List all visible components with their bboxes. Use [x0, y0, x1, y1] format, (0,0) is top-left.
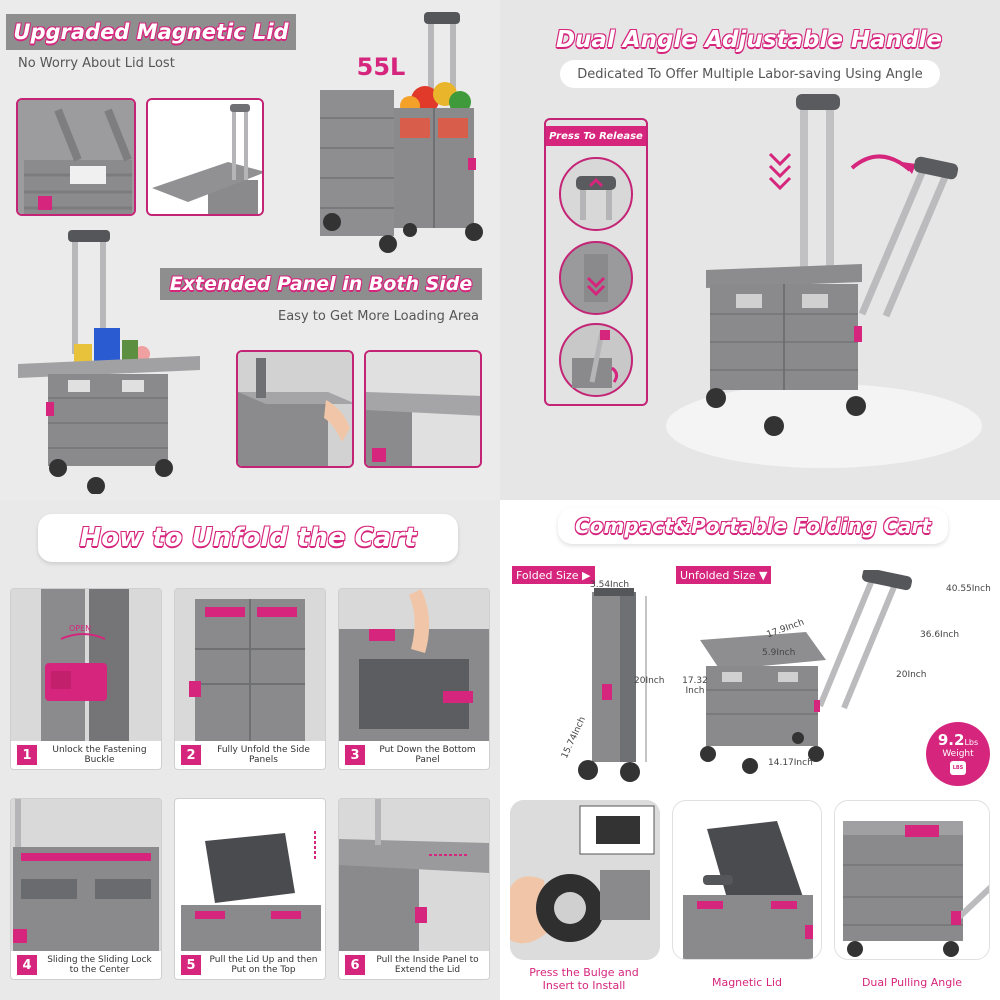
unfolded-cart-image — [700, 570, 912, 774]
adjustable-handle-subtitle: Dedicated To Offer Multiple Labor-saving… — [560, 60, 940, 88]
caption-dual-angle: Dual Pulling Angle — [861, 976, 963, 989]
step-4-number: 4 — [17, 955, 37, 975]
open-label: OPEN — [69, 624, 91, 633]
step-6-card: 6 Pull the Inside Panel to Extend the Lid — [338, 798, 490, 980]
weight-badge: 9.2Lbs Weight LBS — [926, 722, 990, 786]
step-2-text: Fully Unfold the Side Panels — [217, 744, 310, 765]
step-1-text: Unlock the Fastening Buckle — [52, 744, 147, 765]
extended-panel-title: Extended Panel in Both Side — [160, 268, 482, 300]
cart-dual-angle-image — [666, 94, 982, 468]
cart-with-groceries-image — [320, 12, 483, 253]
step-5-card: 5 Pull the Lid Up and then Put on the Top — [174, 798, 326, 980]
capacity-label: 55L — [356, 53, 406, 81]
dual-angle-card — [834, 800, 990, 960]
panel-extended-image — [364, 350, 482, 468]
install-card — [510, 800, 660, 960]
dim-base: 14.17Inch — [768, 758, 813, 768]
dim-handle-mid: 36.6Inch — [920, 630, 960, 640]
press-release-label: Press To Release — [546, 126, 646, 146]
step-2-number: 2 — [181, 745, 201, 765]
dim-lid-ext: 5.9Inch — [762, 648, 796, 658]
magnetic-lid-section: Upgraded Magnetic Lid No Worry About Lid… — [0, 0, 500, 500]
handle-button-image — [559, 157, 633, 231]
step-3-number: 3 — [345, 745, 365, 765]
folded-cart-image — [578, 588, 647, 782]
dim-fold-width: 3.54Inch — [590, 580, 630, 590]
install-image — [510, 800, 660, 960]
step-1-image: OPEN — [11, 589, 161, 741]
step-6-text: Pull the Inside Panel to Extend the Lid — [376, 954, 479, 975]
step-3-text: Put Down the Bottom Panel — [379, 744, 476, 765]
dual-angle-image — [843, 821, 989, 957]
lid-open-image — [146, 98, 264, 216]
step-5-number: 5 — [181, 955, 201, 975]
step-5-image — [175, 799, 325, 951]
dim-fold-height: 20Inch — [634, 676, 665, 686]
panel-pull-image — [236, 350, 354, 468]
folded-size-label: Folded Size ▶ — [512, 566, 595, 584]
weight-unit: Lbs — [964, 738, 979, 747]
dim-handle-low: 20Inch — [896, 670, 927, 680]
caption-magnetic-lid: Magnetic Lid — [711, 976, 783, 989]
handle-angle-image — [559, 323, 633, 397]
cart-extended-panel-image — [18, 230, 200, 494]
unfold-title: How to Unfold the Cart — [38, 514, 458, 562]
adjustable-handle-section: Dual Angle Adjustable Handle Dedicated T… — [500, 0, 1000, 500]
extended-panel-subtitle: Easy to Get More Loading Area — [278, 309, 479, 324]
compact-cart-title: Compact&Portable Folding Cart — [558, 508, 948, 544]
step-2-card: 2 Fully Unfold the Side Panels — [174, 588, 326, 770]
magnetic-lid-card — [672, 800, 822, 960]
unfold-steps-section: How to Unfold the Cart OPEN 1 Unlock the … — [0, 500, 500, 1000]
weight-label: Weight — [942, 749, 974, 759]
lid-closeup-image — [16, 98, 136, 216]
step-6-image — [339, 799, 489, 951]
dim-box-height: 17.32 Inch — [682, 676, 708, 696]
step-4-text: Sliding the Sliding Lock to the Center — [47, 954, 152, 975]
step-5-text: Pull the Lid Up and then Put on the Top — [209, 954, 318, 975]
unfolded-size-label: Unfolded Size ▼ — [676, 566, 772, 584]
step-1-card: OPEN 1 Unlock the Fastening Buckle — [10, 588, 162, 770]
compact-cart-section: Compact&Portable Folding Cart Folded Siz… — [500, 500, 1000, 1000]
step-6-number: 6 — [345, 955, 365, 975]
step-4-card: 4 Sliding the Sliding Lock to the Center — [10, 798, 162, 980]
magnetic-lid-title: Upgraded Magnetic Lid — [6, 14, 296, 50]
magnetic-lid-subtitle: No Worry About Lid Lost — [18, 56, 175, 71]
dim-handle-top: 40.55Inch — [946, 584, 991, 594]
weight-value: 9.2 — [937, 731, 965, 749]
step-1-number: 1 — [17, 745, 37, 765]
weight-icon: LBS — [950, 761, 966, 775]
step-3-image — [339, 589, 489, 741]
caption-install: Press the Bulge and Insert to Install — [529, 966, 639, 993]
step-4-image — [11, 799, 161, 951]
adjustable-handle-title: Dual Angle Adjustable Handle — [555, 27, 943, 53]
magnetic-lid-image — [683, 821, 813, 959]
step-2-image — [175, 589, 325, 741]
handle-lock-image — [559, 241, 633, 315]
step-3-card: 3 Put Down the Bottom Panel — [338, 588, 490, 770]
